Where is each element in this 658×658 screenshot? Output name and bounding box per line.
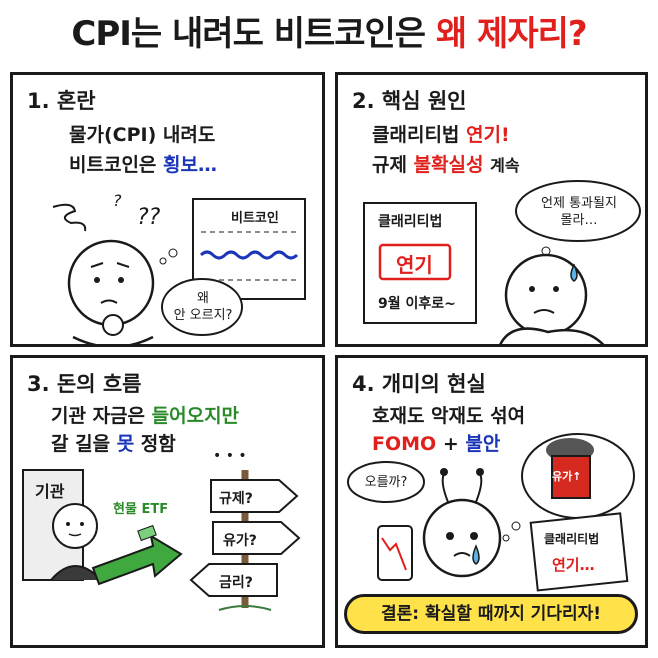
ant-speech-text: 오를까? — [364, 475, 408, 490]
panel3-caption-line2: 갈 길을 못 정함 — [51, 433, 176, 455]
stamp-text: 연기 — [396, 253, 433, 277]
panel2-heading: 2. 핵심 원인 — [352, 89, 467, 113]
panel4-caption-line1: 호재도 악재도 섞여 — [372, 405, 526, 427]
title-red: 왜 제자리? — [435, 14, 588, 54]
document — [363, 202, 477, 324]
panel2-illustration — [363, 180, 641, 344]
paper-note — [529, 512, 629, 592]
thinking-dots: • • • — [213, 448, 247, 464]
panel-confusion: 1. 혼란 물가(CPI) 내려도 비트코인은 횡보… 비트코인 ?? ? 왜 … — [10, 72, 325, 347]
phone — [377, 525, 413, 581]
oil-barrel-icon — [551, 455, 591, 499]
barrel-label: 유가↑ — [552, 470, 582, 483]
etf-arrow — [91, 533, 183, 586]
thought-text: 언제 통과될지 몰라… — [541, 196, 617, 228]
speech-text: 왜 안 오르지? — [173, 291, 233, 323]
paper-red: 연기… — [552, 556, 595, 574]
panel3-illustration — [22, 469, 301, 611]
sideways-line — [199, 250, 299, 260]
panel1-caption-line1: 물가(CPI) 내려도 — [69, 124, 216, 146]
sign-rate — [189, 563, 278, 597]
panel3-heading: 3. 돈의 흐름 — [27, 372, 142, 396]
sign-rate-label: 금리? — [219, 575, 253, 591]
panel-retail-reality: 4. 개미의 현실 호재도 악재도 섞여 FOMO + 불안 오를까? 유가↑ … — [335, 355, 648, 648]
sign-oil-label: 유가? — [223, 533, 257, 549]
panel-core-cause: 2. 핵심 원인 클래리티법 연기! 규제 불확실성 계속 클래리티법 연기 9… — [335, 72, 648, 347]
title-main: CPI는 내려도 비트코인은 — [71, 14, 426, 54]
sign-regulation — [210, 479, 299, 513]
panel1-heading: 1. 혼란 — [27, 89, 96, 113]
question-mark-small: ? — [113, 191, 122, 210]
hand — [102, 314, 124, 336]
confused-head — [67, 239, 155, 327]
panel2-caption-line2: 규제 불확실성 계속 — [372, 154, 520, 176]
chart-label: 비트코인 — [231, 211, 279, 226]
conclusion-banner: 결론: 확실할 때까지 기다리자! — [344, 594, 638, 634]
paper-title: 클래리티법 — [544, 532, 600, 546]
panel1-illustration — [52, 198, 306, 344]
booth-label: 기관 — [35, 482, 65, 501]
ant-speech-bubble — [347, 461, 425, 503]
panel-money-flow: 3. 돈의 흐름 기관 자금은 들어오지만 갈 길을 못 정함 기관 현물 ET… — [10, 355, 325, 648]
panel2-caption-line1: 클래리티법 연기! — [372, 124, 510, 146]
panel4-caption-line2: FOMO + 불안 — [372, 433, 501, 455]
etf-label: 현물 ETF — [113, 502, 169, 517]
tear-icon — [472, 544, 480, 565]
suit-head — [52, 503, 98, 549]
speech-bubble — [161, 278, 243, 336]
page-title: CPI는 내려도 비트코인은 왜 제자리? — [0, 6, 658, 55]
sign-oil — [212, 521, 301, 555]
stamp-box — [378, 243, 452, 281]
question-marks: ?? — [137, 205, 161, 230]
sign-regulation-label: 규제? — [219, 491, 253, 507]
doc-date: 9월 이후로~ — [378, 296, 456, 312]
panel1-caption-line2: 비트코인은 횡보… — [69, 154, 217, 176]
ant-head — [422, 498, 502, 578]
doc-title: 클래리티법 — [378, 214, 443, 230]
thought-bubble — [515, 180, 641, 242]
panel4-illustration — [347, 433, 635, 592]
panel4-heading: 4. 개미의 현실 — [352, 372, 486, 396]
panel3-caption-line1: 기관 자금은 들어오지만 — [51, 405, 240, 427]
sweat-drop-icon — [570, 263, 578, 282]
